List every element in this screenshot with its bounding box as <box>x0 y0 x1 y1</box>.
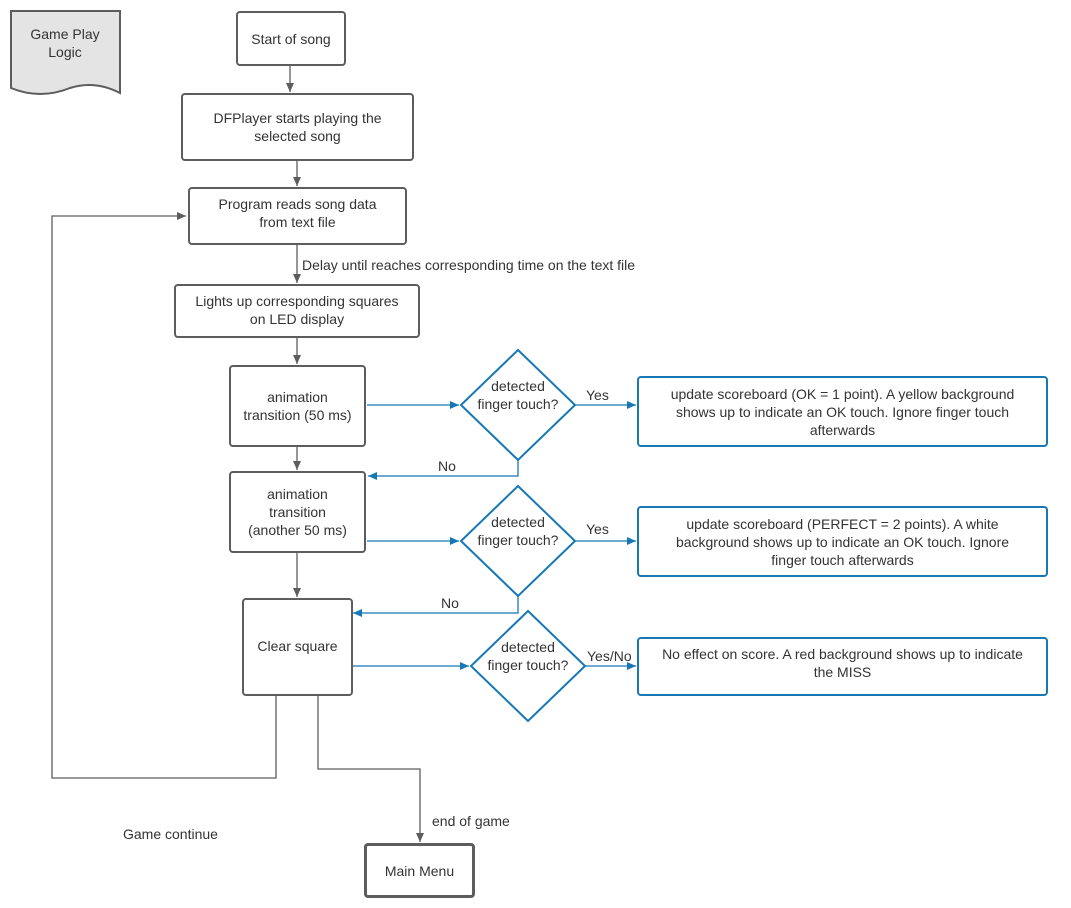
node-anim2-line2: transition <box>269 504 326 520</box>
edge-label-delay: Delay until reaches corresponding time o… <box>302 257 636 273</box>
edge-label-no-1: No <box>438 458 456 474</box>
arrow-d2-no <box>353 596 519 617</box>
node-lights-line2: on LED display <box>249 311 345 327</box>
node-ok-line3: afterwards <box>809 421 876 438</box>
decision-1-line1: detected <box>491 378 545 394</box>
node-read-line1: Program reads song data <box>218 196 377 212</box>
node-main-menu-label: Main Menu <box>384 862 455 879</box>
arrow-d1-no <box>368 460 519 480</box>
node-lights-up: Lights up corresponding squares on LED d… <box>174 284 420 338</box>
decision-2-text: detected finger touch? <box>468 513 568 549</box>
document-label: Game Play Logic <box>12 25 118 61</box>
document-label-line2: Logic <box>48 44 82 60</box>
edge-label-no-2: No <box>441 595 459 611</box>
edge-label-yes-2: Yes <box>586 521 609 537</box>
decision-2-line1: detected <box>491 514 545 530</box>
node-dfplayer-line1: DFPlayer starts playing the <box>213 110 382 126</box>
node-ok-line2: shows up to indicate an OK touch. Ignore… <box>675 403 1010 420</box>
node-dfplayer: DFPlayer starts playing the selected son… <box>181 93 414 161</box>
node-clear-square: Clear square <box>242 598 353 696</box>
node-anim2-line1: animation <box>267 486 328 502</box>
node-animation-1: animation transition (50 ms) <box>229 365 366 447</box>
arrow-end-of-game <box>317 696 424 842</box>
node-miss-result: No effect on score. A red background sho… <box>637 637 1048 696</box>
decision-diamond-3 <box>469 609 587 723</box>
node-perfect-result: update scoreboard (PERFECT = 2 points). … <box>637 506 1048 577</box>
node-perfect-line2: background shows up to indicate an OK to… <box>675 533 1010 550</box>
edge-label-yes-no-3: Yes/No <box>587 648 632 664</box>
node-miss-line2: the MISS <box>813 664 872 680</box>
node-anim1-line1: animation <box>267 389 328 405</box>
document-shape <box>10 10 121 95</box>
node-anim2-line3: (another 50 ms) <box>248 522 347 538</box>
decision-2-line2: finger touch? <box>477 532 559 548</box>
arrow-loop-back <box>51 212 277 779</box>
node-perfect-line3: finger touch afterwards <box>771 551 914 568</box>
node-read-line2: from text file <box>259 214 336 230</box>
edge-label-game-continue: Game continue <box>123 826 218 842</box>
decision-3-line2: finger touch? <box>487 657 569 673</box>
decision-1-text: detected finger touch? <box>468 377 568 413</box>
node-animation-2: animation transition (another 50 ms) <box>229 471 366 553</box>
node-ok-result: update scoreboard (OK = 1 point). A yell… <box>637 376 1048 447</box>
node-perfect-line1: update scoreboard (PERFECT = 2 points). … <box>686 515 999 532</box>
node-start-of-song: Start of song <box>236 11 346 66</box>
node-dfplayer-line2: selected song <box>254 128 341 144</box>
edge-label-end-of-game: end of game <box>432 813 510 829</box>
node-clear-label: Clear square <box>257 638 338 654</box>
decision-3-line1: detected <box>501 639 555 655</box>
node-miss-line1: No effect on score. A red background sho… <box>662 646 1023 662</box>
document-label-line1: Game Play <box>30 26 100 42</box>
node-read-song-data: Program reads song data from text file <box>188 187 407 245</box>
decision-3-text: detected finger touch? <box>478 638 578 674</box>
node-anim1-line2: transition (50 ms) <box>243 407 352 423</box>
decision-1-line2: finger touch? <box>477 396 559 412</box>
node-lights-line1: Lights up corresponding squares <box>195 293 399 309</box>
node-ok-line1: update scoreboard (OK = 1 point). A yell… <box>670 385 1015 402</box>
node-start-label: Start of song <box>251 30 331 47</box>
node-main-menu: Main Menu <box>364 843 475 898</box>
edge-label-yes-1: Yes <box>586 387 609 403</box>
